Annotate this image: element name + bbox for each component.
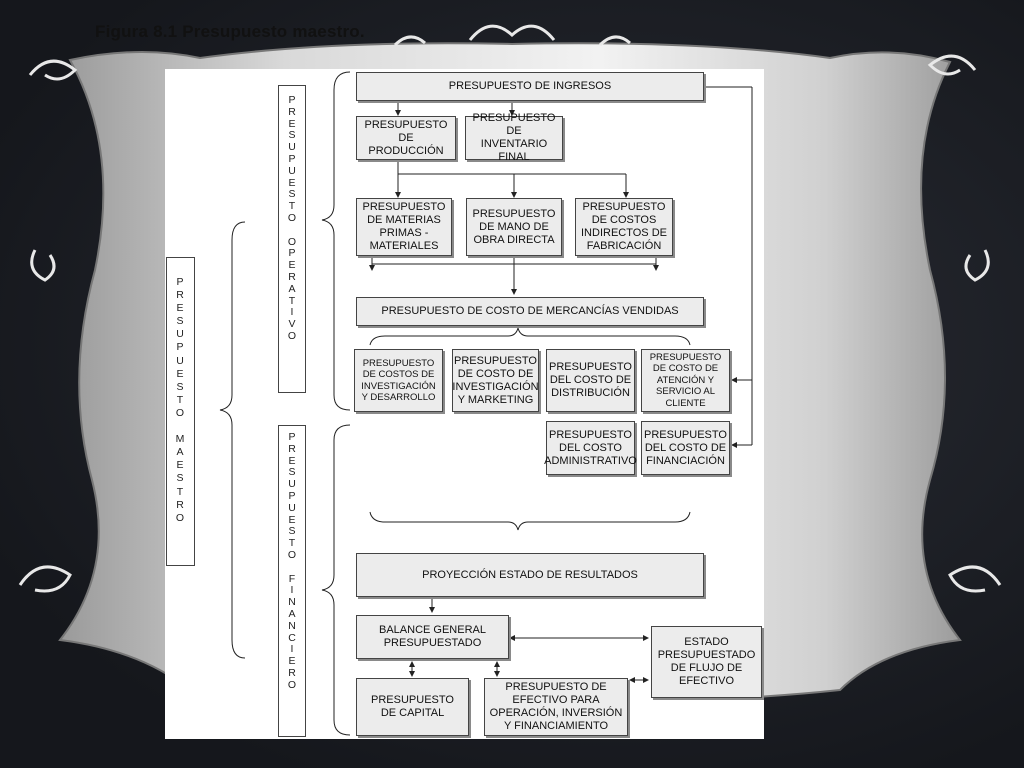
frame-ornaments xyxy=(18,24,1002,593)
presupuesto-maestro-label-box xyxy=(166,257,195,566)
box-investigacion-desarrollo: PRESUPUESTO DE COSTOS DE INVESTIGACIÓN Y… xyxy=(354,349,443,412)
box-costos-indirectos: PRESUPUESTO DE COSTOS INDIRECTOS DE FABR… xyxy=(575,198,673,256)
box-investigacion-marketing: PRESUPUESTO DE COSTO DE INVESTIGACIÓN Y … xyxy=(452,349,539,412)
presupuesto-operativo-label-box xyxy=(278,85,306,393)
box-financiacion: PRESUPUESTO DEL COSTO DE FINANCIACIÓN xyxy=(641,421,730,475)
box-costo-mercancias: PRESUPUESTO DE COSTO DE MERCANCÍAS VENDI… xyxy=(356,297,704,326)
box-atencion-cliente: PRESUPUESTO DE COSTO DE ATENCIÓN Y SERVI… xyxy=(641,349,730,412)
box-distribucion: PRESUPUESTO DEL COSTO DE DISTRIBUCIÓN xyxy=(546,349,635,412)
box-flujo-efectivo: ESTADO PRESUPUESTADO DE FLUJO DE EFECTIV… xyxy=(651,626,762,698)
figure-title: Figura 8.1 Presupuesto maestro. xyxy=(95,22,365,41)
box-produccion: PRESUPUESTO DE PRODUCCIÓN xyxy=(356,116,456,160)
box-administrativo: PRESUPUESTO DEL COSTO ADMINISTRATIVO xyxy=(544,421,637,475)
box-capital: PRESUPUESTO DE CAPITAL xyxy=(356,678,469,736)
box-materias-primas: PRESUPUESTO DE MATERIAS PRIMAS - MATERIA… xyxy=(356,198,452,256)
box-balance-general: BALANCE GENERAL PRESUPUESTADO xyxy=(356,615,509,659)
box-estado-resultados: PROYECCIÓN ESTADO DE RESULTADOS xyxy=(356,553,704,597)
presupuesto-financiero-label-box xyxy=(278,425,306,737)
box-mano-obra: PRESUPUESTO DE MANO DE OBRA DIRECTA xyxy=(466,198,562,256)
box-ingresos: PRESUPUESTO DE INGRESOS xyxy=(356,72,704,101)
box-efectivo: PRESUPUESTO DE EFECTIVO PARA OPERACIÓN, … xyxy=(484,678,628,736)
box-inventario-final: PRESUPUESTO DE INVENTARIO FINAL xyxy=(465,112,563,163)
